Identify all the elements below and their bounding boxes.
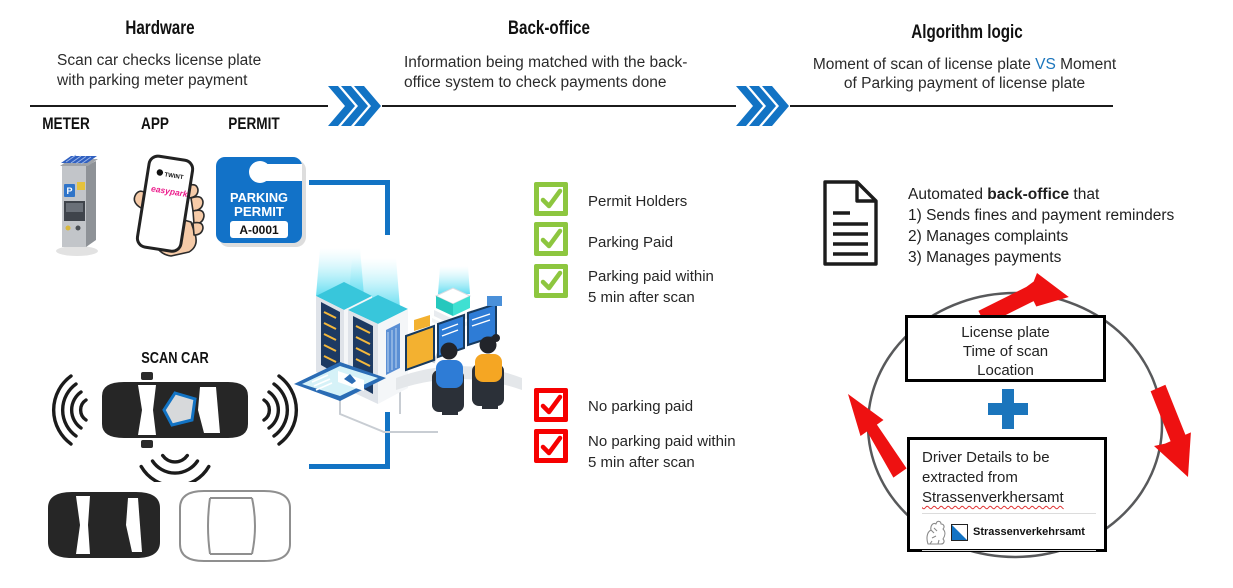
automated-intro: Automated back-office that xyxy=(908,186,1100,203)
chevron-arrow-icon xyxy=(736,84,790,128)
function-item: 2) Manages complaints xyxy=(908,228,1069,245)
parking-meter-icon: P xyxy=(56,154,98,256)
checkbox-green-icon xyxy=(534,264,568,298)
vs-label: VS xyxy=(1035,56,1056,73)
scan-car-icon xyxy=(52,372,298,482)
hardware-title: Hardware xyxy=(125,18,195,39)
twint-logo-text: TWINT xyxy=(164,172,184,181)
zurich-flag-icon xyxy=(951,523,968,541)
timeline-divider xyxy=(30,105,1113,107)
plus-icon xyxy=(988,389,1028,429)
parked-cars-icon xyxy=(48,490,291,562)
pass-item-label: Permit Holders xyxy=(588,193,688,210)
automated-backoffice-text: Automated back-office that 1) Sends fine… xyxy=(908,184,1174,268)
algorithm-title: Algorithm logic xyxy=(911,22,1023,43)
chevron-arrow-icon xyxy=(328,84,382,128)
fail-item-label: No parking paid xyxy=(588,398,694,415)
checkbox-green-icon xyxy=(534,182,568,216)
algorithm-subtitle-part1: Moment of scan of license plate xyxy=(812,56,1036,73)
permit-code: A-0001 xyxy=(239,223,279,237)
driver-box-line1: Driver Details to be xyxy=(922,449,1050,466)
backoffice-title: Back-office xyxy=(508,18,590,39)
logo-label: Strassenverkehrsamt xyxy=(973,526,1085,538)
function-item: 3) Manages payments xyxy=(908,249,1062,266)
checkbox-red-icon xyxy=(534,388,568,422)
scan-data-box: License plate Time of scan Location xyxy=(905,315,1106,382)
phone-in-hand-icon: TWINT easypark xyxy=(133,154,205,257)
driver-box-line3: Strassenverkhersamt xyxy=(922,489,1064,506)
fail-item-label: No parking paid within 5 min after scan xyxy=(588,433,736,471)
scan-car-label: SCAN CAR xyxy=(141,350,209,367)
pass-item-label: Parking paid within 5 min after scan xyxy=(588,268,714,306)
cycle-arrow-right xyxy=(1150,384,1191,477)
meter-label: METER xyxy=(42,114,90,133)
pass-item-label: Parking Paid xyxy=(588,234,674,251)
parking-permit-icon: PARKING PERMIT A-0001 xyxy=(216,157,306,247)
zurich-lion-icon xyxy=(926,520,946,545)
cycle-diagram xyxy=(848,273,1191,559)
checkbox-red-icon xyxy=(534,429,568,463)
hardware-subtitle: Scan car checks license plate with parki… xyxy=(57,52,262,89)
algorithm-subtitle-part2: Moment xyxy=(1055,56,1117,73)
meter-p-badge: P xyxy=(66,186,72,196)
driver-box-line2: extracted from xyxy=(922,469,1018,486)
backoffice-illustration xyxy=(294,248,522,433)
permit-line2: PERMIT xyxy=(234,204,284,219)
driver-details-box: Driver Details to be extracted from Stra… xyxy=(907,437,1107,552)
function-item: 1) Sends fines and payment reminders xyxy=(908,207,1175,224)
bracket-bottom-connector xyxy=(309,412,390,469)
permit-line1: PARKING xyxy=(230,190,288,205)
app-label: APP xyxy=(141,114,169,133)
checkbox-green-icon xyxy=(534,222,568,256)
strassenverkehrsamt-logo: Strassenverkehrsamt xyxy=(922,513,1096,551)
bracket-top-connector xyxy=(309,180,390,235)
document-icon xyxy=(823,180,878,266)
algorithm-subtitle: Moment of scan of license plate VS Momen… xyxy=(792,55,1137,93)
permit-label: PERMIT xyxy=(228,114,280,133)
cycle-arrow-top xyxy=(978,273,1069,326)
cycle-arrow-left xyxy=(848,394,907,478)
backoffice-subtitle: Information being matched with the back-… xyxy=(404,54,688,91)
algorithm-subtitle-line2: of Parking payment of license plate xyxy=(843,75,1086,92)
